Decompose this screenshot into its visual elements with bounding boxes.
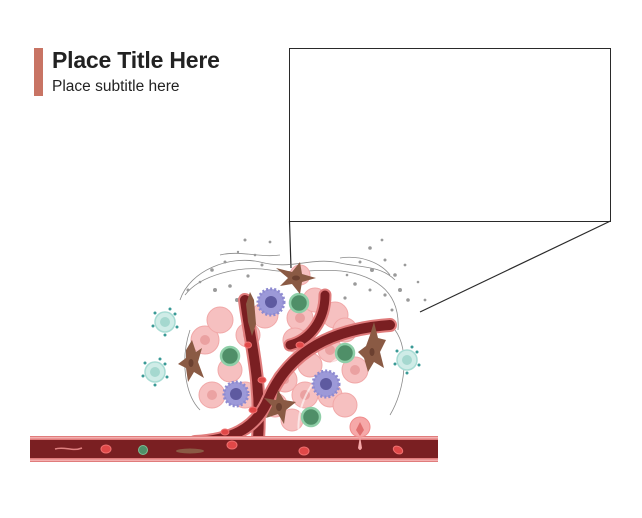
page-title: Place Title Here (52, 47, 220, 73)
ecm-fibers-icon (179, 252, 405, 416)
title-accent-bar (34, 48, 43, 96)
page-subtitle: Place subtitle here (52, 78, 180, 95)
monocytes-icon (141, 307, 421, 387)
dendritic-cells-icon (222, 287, 341, 408)
t-cells-icon (219, 292, 356, 428)
callout-connector-lines (288, 220, 611, 313)
red-blood-cells-icon (100, 341, 404, 456)
callout-box[interactable] (289, 48, 611, 222)
vessel-inner-cells (54, 445, 204, 455)
cytokine-particles-icon (186, 238, 427, 312)
intravasating-tumor-cell-icon (349, 416, 371, 450)
